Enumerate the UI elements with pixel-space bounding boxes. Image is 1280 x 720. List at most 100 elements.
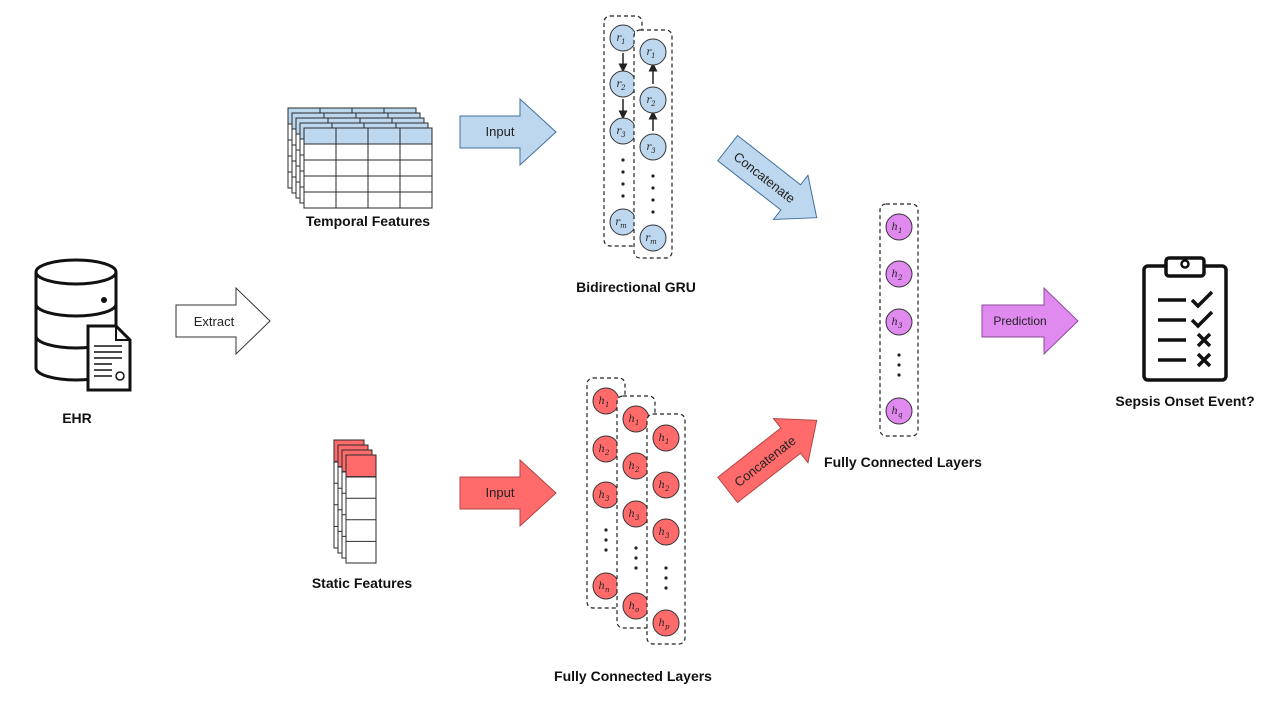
input-arrow-temporal-label: Input bbox=[486, 124, 515, 139]
merged-fully-connected-layer: h1 h2 h3 hq bbox=[879, 203, 919, 437]
neuron-node: r1 bbox=[639, 38, 667, 66]
neuron-node: hn bbox=[592, 572, 620, 600]
temporal-features-label: Temporal Features bbox=[306, 213, 430, 229]
neuron-node: hp bbox=[652, 609, 680, 637]
ellipsis-dot bbox=[651, 174, 655, 178]
neuron-node: h2 bbox=[652, 471, 680, 499]
node-label: r2 bbox=[646, 95, 656, 108]
neuron-node: h3 bbox=[885, 308, 913, 336]
neuron-node: r3 bbox=[609, 117, 637, 145]
ellipsis-dot bbox=[897, 363, 901, 367]
static-fully-connected-layers: h1 h2 h3 hn h1 h2 h3 ho h1 h2 h3 hp bbox=[586, 377, 686, 645]
node-label: r2 bbox=[616, 79, 626, 92]
concatenate-arrow-bottom: Concatenate bbox=[717, 418, 818, 504]
fc-static-column-1: h1 h2 h3 hn bbox=[586, 377, 626, 609]
ehr-label: EHR bbox=[62, 410, 92, 426]
neuron-node: hq bbox=[885, 397, 913, 425]
neuron-node: h3 bbox=[652, 518, 680, 546]
neuron-node: h2 bbox=[885, 260, 913, 288]
node-label: h3 bbox=[892, 317, 903, 330]
ellipsis-dot bbox=[651, 198, 655, 202]
ellipsis-dot bbox=[604, 538, 608, 542]
clipboard-checklist-icon bbox=[1142, 256, 1228, 382]
fc-static-column-2: h1 h2 h3 ho bbox=[616, 395, 656, 629]
outcome-label: Sepsis Onset Event? bbox=[1115, 393, 1254, 409]
node-label: h1 bbox=[629, 414, 640, 427]
prediction-arrow-label: Prediction bbox=[993, 314, 1046, 328]
neuron-node: h2 bbox=[622, 452, 650, 480]
node-label: r1 bbox=[646, 47, 655, 60]
node-label: ho bbox=[629, 601, 640, 614]
static-features-column-stack bbox=[333, 439, 377, 564]
node-label: hq bbox=[892, 406, 903, 419]
node-label: h3 bbox=[659, 527, 670, 540]
node-label: h2 bbox=[629, 461, 640, 474]
neuron-node: h1 bbox=[652, 424, 680, 452]
ellipsis-dot bbox=[621, 158, 625, 162]
gru-label: Bidirectional GRU bbox=[576, 279, 696, 295]
ellipsis-dot bbox=[634, 566, 638, 570]
neuron-node: ho bbox=[622, 592, 650, 620]
temporal-table bbox=[303, 127, 433, 209]
ellipsis-dot bbox=[634, 546, 638, 550]
static-features-label: Static Features bbox=[312, 575, 413, 591]
fc-static-column-3: h1 h2 h3 hp bbox=[646, 413, 686, 645]
node-label: r3 bbox=[616, 126, 626, 139]
node-label: r1 bbox=[616, 33, 625, 46]
document-icon bbox=[86, 324, 132, 392]
ellipsis-dot bbox=[621, 194, 625, 198]
node-label: rm bbox=[615, 217, 627, 230]
node-label: h2 bbox=[892, 269, 903, 282]
gru-forward-column: r1 r2 r3 rm bbox=[603, 15, 643, 247]
input-arrow-static: Input bbox=[459, 458, 557, 528]
ellipsis-dot bbox=[897, 353, 901, 357]
node-label: r3 bbox=[646, 142, 656, 155]
node-label: h2 bbox=[659, 480, 670, 493]
neuron-node: h3 bbox=[622, 500, 650, 528]
ellipsis-dot bbox=[604, 528, 608, 532]
node-label: hp bbox=[659, 618, 670, 631]
node-label: h1 bbox=[599, 396, 610, 409]
neuron-node: r2 bbox=[609, 70, 637, 98]
fc-static-label: Fully Connected Layers bbox=[554, 668, 712, 684]
gru-backward-column: r1 r2 r3 rm bbox=[633, 29, 673, 259]
node-label: h2 bbox=[599, 444, 610, 457]
ellipsis-dot bbox=[604, 548, 608, 552]
node-label: rm bbox=[645, 233, 657, 246]
neuron-node: r2 bbox=[639, 86, 667, 114]
neuron-node: h3 bbox=[592, 481, 620, 509]
extract-arrow-label: Extract bbox=[194, 314, 235, 329]
ellipsis-dot bbox=[664, 576, 668, 580]
neuron-node: r1 bbox=[609, 24, 637, 52]
temporal-features-table-stack bbox=[287, 107, 433, 209]
node-label: h1 bbox=[659, 433, 670, 446]
input-arrow-static-label: Input bbox=[486, 485, 515, 500]
node-label: hn bbox=[599, 581, 610, 594]
neuron-node: h1 bbox=[885, 213, 913, 241]
neuron-node: rm bbox=[639, 224, 667, 252]
static-column bbox=[345, 454, 377, 564]
ellipsis-dot bbox=[621, 170, 625, 174]
fc-merge-column: h1 h2 h3 hq bbox=[879, 203, 919, 437]
concatenate-arrow-top: Concatenate bbox=[717, 134, 818, 220]
node-label: h3 bbox=[599, 490, 610, 503]
neuron-node: r3 bbox=[639, 133, 667, 161]
node-label: h3 bbox=[629, 509, 640, 522]
ellipsis-dot bbox=[621, 182, 625, 186]
fc-merge-label: Fully Connected Layers bbox=[824, 454, 982, 470]
ellipsis-dot bbox=[634, 556, 638, 560]
node-label: h1 bbox=[892, 222, 903, 235]
neuron-node: h1 bbox=[592, 387, 620, 415]
neuron-node: rm bbox=[609, 208, 637, 236]
bidirectional-gru: r1 r2 r3 rm r1 r2 r3 rm bbox=[603, 15, 673, 259]
extract-arrow: Extract bbox=[175, 286, 271, 356]
prediction-arrow: Prediction bbox=[981, 286, 1079, 356]
input-arrow-temporal: Input bbox=[459, 97, 557, 167]
ellipsis-dot bbox=[664, 586, 668, 590]
ellipsis-dot bbox=[897, 373, 901, 377]
neuron-node: h1 bbox=[622, 405, 650, 433]
ellipsis-dot bbox=[651, 210, 655, 214]
neuron-node: h2 bbox=[592, 435, 620, 463]
ellipsis-dot bbox=[651, 186, 655, 190]
